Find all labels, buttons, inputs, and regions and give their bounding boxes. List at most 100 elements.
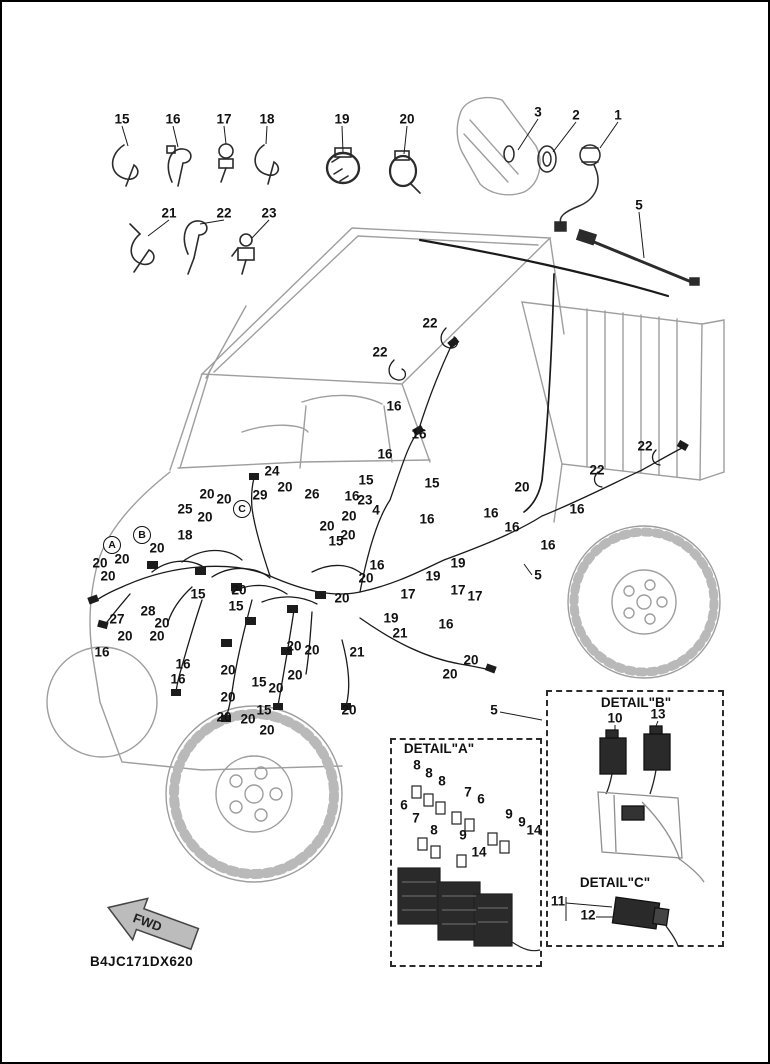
callout-20: 20 bbox=[92, 555, 108, 571]
fuse-box-icons bbox=[397, 867, 541, 952]
callout-20: 20 bbox=[268, 680, 284, 696]
callout-17: 17 bbox=[400, 586, 416, 602]
callout-22: 22 bbox=[372, 344, 388, 360]
clamp-icon-18 bbox=[254, 144, 280, 185]
detail-a-parts bbox=[397, 785, 541, 952]
callout-16: 16 bbox=[175, 656, 191, 672]
callout-16: 16 bbox=[344, 488, 360, 504]
clamp-icon-17 bbox=[218, 143, 234, 183]
callout-3: 3 bbox=[534, 104, 542, 120]
callout-17: 17 bbox=[216, 111, 232, 127]
callout-6: 6 bbox=[477, 791, 485, 807]
band-clamp-icon-20 bbox=[388, 150, 421, 194]
callout-8: 8 bbox=[425, 765, 433, 781]
callout-9: 9 bbox=[518, 814, 526, 830]
callout-5: 5 bbox=[635, 197, 643, 213]
callout-15: 15 bbox=[190, 586, 206, 602]
callout-21: 21 bbox=[392, 625, 408, 641]
callout-20: 20 bbox=[287, 667, 303, 683]
callout-20: 20 bbox=[277, 479, 293, 495]
callout-21: 21 bbox=[349, 644, 365, 660]
callout-26: 26 bbox=[304, 486, 320, 502]
callout-19: 19 bbox=[425, 568, 441, 584]
callout-9: 9 bbox=[505, 806, 513, 822]
callout-18: 18 bbox=[177, 527, 193, 543]
callout-20: 20 bbox=[220, 689, 236, 705]
callout-13: 13 bbox=[650, 706, 666, 722]
band-clamp-icon-19 bbox=[325, 147, 361, 185]
callout-20: 20 bbox=[341, 702, 357, 718]
callout-16: 16 bbox=[369, 557, 385, 573]
callout-5: 5 bbox=[534, 567, 542, 583]
callout-16: 16 bbox=[386, 398, 402, 414]
cable-tie-icon-22 bbox=[183, 220, 208, 275]
callout-15: 15 bbox=[114, 111, 130, 127]
callout-16: 16 bbox=[483, 505, 499, 521]
callout-21: 21 bbox=[161, 205, 177, 221]
wiring-harness bbox=[87, 238, 689, 722]
callout-20: 20 bbox=[304, 642, 320, 658]
legend-part-icons bbox=[111, 143, 421, 275]
circle-ref-A: A bbox=[103, 536, 121, 554]
clip-icon-21 bbox=[129, 223, 155, 273]
callout-15: 15 bbox=[256, 702, 272, 718]
o2-sensor-icon-1 bbox=[554, 144, 601, 232]
callout-15: 15 bbox=[228, 598, 244, 614]
callout-20: 20 bbox=[199, 486, 215, 502]
callout-8: 8 bbox=[430, 822, 438, 838]
callout-20: 20 bbox=[319, 518, 335, 534]
callout-20: 20 bbox=[220, 662, 236, 678]
callout-20: 20 bbox=[100, 568, 116, 584]
callout-17: 17 bbox=[450, 582, 466, 598]
callout-19: 19 bbox=[334, 111, 350, 127]
callout-2: 2 bbox=[572, 107, 580, 123]
callout-5: 5 bbox=[490, 702, 498, 718]
callout-22: 22 bbox=[216, 205, 232, 221]
callout-20: 20 bbox=[216, 491, 232, 507]
callout-16: 16 bbox=[504, 519, 520, 535]
callout-8: 8 bbox=[413, 757, 421, 773]
callout-20: 20 bbox=[149, 628, 165, 644]
callout-20: 20 bbox=[358, 570, 374, 586]
callout-15: 15 bbox=[358, 472, 374, 488]
fuse-icons bbox=[411, 785, 510, 868]
callout-25: 25 bbox=[177, 501, 193, 517]
callout-9: 9 bbox=[459, 827, 467, 843]
clamp-assy-icon-23 bbox=[231, 233, 255, 275]
callout-15: 15 bbox=[328, 533, 344, 549]
callout-20: 20 bbox=[231, 582, 247, 598]
callout-20: 20 bbox=[399, 111, 415, 127]
callout-22: 22 bbox=[422, 315, 438, 331]
callout-22: 22 bbox=[637, 438, 653, 454]
callout-19: 19 bbox=[383, 610, 399, 626]
callout-20: 20 bbox=[341, 508, 357, 524]
callout-4: 4 bbox=[372, 502, 380, 518]
circle-ref-B: B bbox=[133, 526, 151, 544]
callout-20: 20 bbox=[514, 479, 530, 495]
callout-20: 20 bbox=[114, 551, 130, 567]
callout-10: 10 bbox=[607, 710, 623, 726]
callout-17: 17 bbox=[467, 588, 483, 604]
detail-b-box bbox=[546, 690, 724, 947]
callout-6: 6 bbox=[400, 797, 408, 813]
callout-16: 16 bbox=[540, 537, 556, 553]
callout-20: 20 bbox=[117, 628, 133, 644]
detail-b-label: DETAIL"B" bbox=[600, 695, 672, 710]
callout-20: 20 bbox=[197, 509, 213, 525]
callout-20: 20 bbox=[216, 709, 232, 725]
callout-15: 15 bbox=[424, 475, 440, 491]
callout-20: 20 bbox=[340, 527, 356, 543]
lead-wire-icon-5 bbox=[575, 228, 700, 286]
callout-14: 14 bbox=[526, 822, 542, 838]
detail-a-label: DETAIL"A" bbox=[403, 741, 475, 756]
circle-ref-C: C bbox=[233, 500, 251, 518]
clamp-icon-15 bbox=[111, 144, 139, 187]
callout-28: 28 bbox=[140, 603, 156, 619]
callout-22: 22 bbox=[589, 462, 605, 478]
callout-20: 20 bbox=[286, 638, 302, 654]
detail-c-label: DETAIL"C" bbox=[579, 875, 651, 890]
detail-b-parts bbox=[597, 725, 705, 883]
callout-20: 20 bbox=[463, 652, 479, 668]
